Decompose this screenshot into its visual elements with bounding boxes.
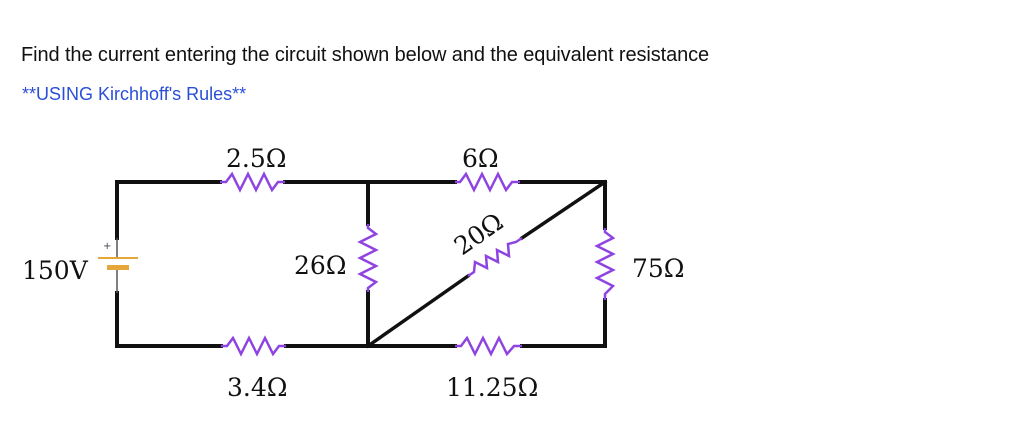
resistor-6-icon [455,171,520,193]
kirchhoff-note: **USING Kirchhoff's Rules** [22,84,247,104]
resistor-26-icon [357,224,379,292]
battery-icon: + [98,238,138,293]
wires [115,179,608,349]
resistor-20-icon [467,236,523,278]
battery-plus-mark: + [103,241,111,252]
label-source-voltage: 150V [22,256,89,285]
label-75-ohm: 75Ω [632,254,685,283]
label-20-ohm: 20Ω [449,207,509,261]
label-11.25-ohm: 11.25Ω [446,373,538,402]
label-2.5-ohm: 2.5Ω [226,144,287,173]
question-text: Find the current entering the circuit sh… [21,44,710,66]
resistor-2.5-icon [220,171,285,193]
label-3.4-ohm: 3.4Ω [227,373,288,402]
resistor-3.4-icon [221,335,286,357]
resistor-75-icon [594,228,616,300]
resistor-11.25-icon [455,335,522,357]
label-26-ohm: 26Ω [294,251,347,280]
label-6-ohm: 6Ω [462,144,499,173]
